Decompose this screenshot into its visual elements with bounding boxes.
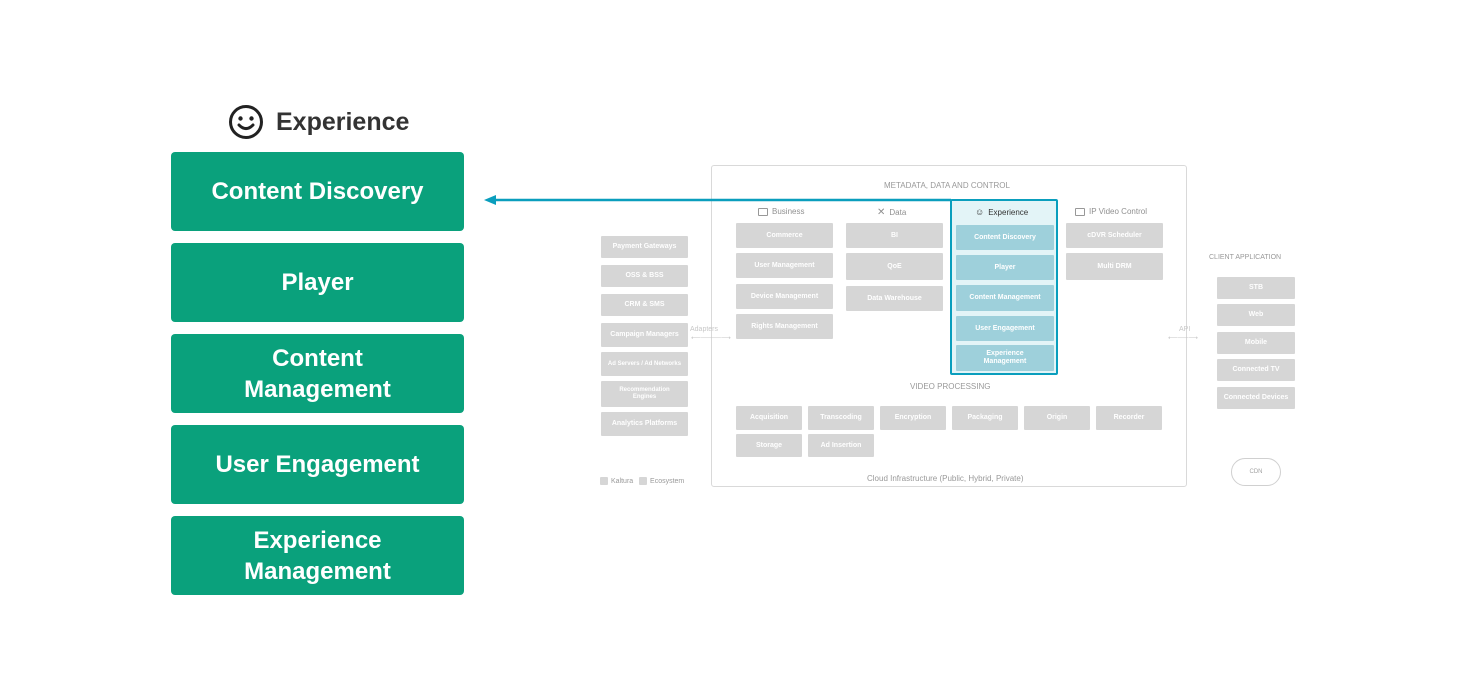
- business-item: Commerce: [736, 223, 833, 248]
- vp-item: Origin: [1024, 406, 1090, 430]
- kaltura-swatch: [600, 477, 608, 485]
- cloud-infra-label: Cloud Infrastructure (Public, Hybrid, Pr…: [867, 474, 1024, 483]
- adapters-label: Adapters: [690, 326, 719, 333]
- business-item: Device Management: [736, 284, 833, 309]
- legend-ecosystem: Ecosystem: [650, 477, 685, 485]
- client-item: Mobile: [1217, 332, 1295, 354]
- ecosystem-swatch: [639, 477, 648, 485]
- vp-item: Storage: [736, 434, 802, 457]
- ecosystem-item: Campaign Managers: [601, 323, 688, 347]
- vp-item: Encryption: [880, 406, 946, 430]
- client-item: Connected Devices: [1217, 387, 1295, 409]
- platform-frame: [711, 165, 1187, 487]
- experience-col-header: ☺ Experience: [975, 207, 1028, 217]
- ip-video-item: cDVR Scheduler: [1066, 223, 1163, 248]
- ecosystem-item: Ad Servers / Ad Networks: [601, 352, 688, 376]
- smiley-icon: [229, 105, 263, 139]
- data-item: QoE: [846, 253, 943, 280]
- ecosystem-item: Analytics Platforms: [601, 412, 688, 436]
- ip-video-header: IP Video Control: [1075, 207, 1147, 216]
- content-discovery-box[interactable]: Content Discovery: [171, 152, 464, 231]
- smiley-small-icon: ☺: [975, 207, 985, 217]
- vp-item: Packaging: [952, 406, 1018, 430]
- business-label: Business: [772, 207, 805, 216]
- legend-kaltura: Kaltura: [611, 477, 634, 485]
- experience-header: Experience: [228, 103, 409, 141]
- video-processing-label: VIDEO PROCESSING: [910, 382, 991, 391]
- exp-col-item: Content Management: [956, 285, 1054, 311]
- experience-column-highlight: ☺ Experience Content Discovery Player Co…: [950, 199, 1058, 375]
- vp-item: Recorder: [1096, 406, 1162, 430]
- user-engagement-box[interactable]: User Engagement: [171, 425, 464, 504]
- exp-col-item: Experience Management: [956, 345, 1054, 371]
- screen-icon: [1075, 207, 1085, 216]
- data-header: ✕ Data: [877, 207, 906, 218]
- exp-col-item: User Engagement: [956, 316, 1054, 341]
- data-item: BI: [846, 223, 943, 248]
- api-arrow-icon: ⟵──⟶: [1168, 335, 1198, 342]
- business-header: Business: [758, 207, 804, 216]
- vp-item: Ad Insertion: [808, 434, 874, 457]
- ecosystem-item: CRM & SMS: [601, 294, 688, 316]
- exp-col-item: Content Discovery: [956, 225, 1054, 250]
- content-management-box[interactable]: Content Management: [171, 334, 464, 413]
- exp-col-item: Player: [956, 255, 1054, 280]
- ip-video-item: Multi DRM: [1066, 253, 1163, 280]
- business-item: Rights Management: [736, 314, 833, 339]
- legend: Kaltura Ecosystem: [600, 477, 684, 485]
- client-item: STB: [1217, 277, 1295, 299]
- connector-arrow: [484, 195, 951, 205]
- experience-management-box[interactable]: Experience Management: [171, 516, 464, 595]
- api-label: API: [1179, 326, 1191, 333]
- data-label: Data: [889, 208, 907, 217]
- client-item: Connected TV: [1217, 359, 1295, 381]
- business-item: User Management: [736, 253, 833, 278]
- adapters-arrow-icon: ⟵────⟶: [691, 335, 731, 342]
- player-box[interactable]: Player: [171, 243, 464, 322]
- experience-col-label: Experience: [988, 207, 1029, 217]
- vp-item: Acquisition: [736, 406, 802, 430]
- client-item: Web: [1217, 304, 1295, 326]
- data-item: Data Warehouse: [846, 286, 943, 311]
- ecosystem-item: Recommendation Engines: [601, 381, 688, 407]
- ip-video-label: IP Video Control: [1089, 207, 1147, 216]
- vp-item: Transcoding: [808, 406, 874, 430]
- cdn-cloud: CDN: [1231, 458, 1281, 486]
- briefcase-icon: [758, 207, 768, 216]
- ecosystem-item: Payment Gateways: [601, 236, 688, 258]
- metadata-label: METADATA, DATA AND CONTROL: [884, 181, 1010, 190]
- network-icon: ✕: [877, 207, 886, 218]
- client-app-label: CLIENT APPLICATION: [1209, 254, 1282, 261]
- ecosystem-item: OSS & BSS: [601, 265, 688, 287]
- experience-title: Experience: [276, 107, 410, 136]
